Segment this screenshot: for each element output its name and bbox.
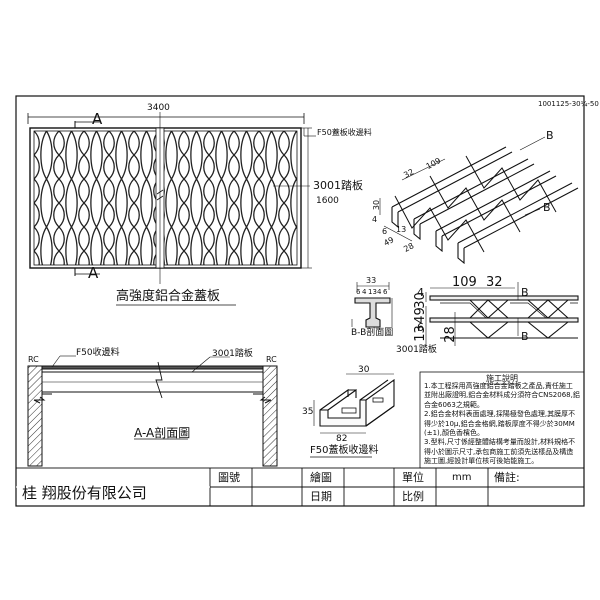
section-mark-top: A bbox=[92, 110, 103, 128]
bb-dim: 4 bbox=[377, 288, 382, 296]
bb-dim: 33 bbox=[366, 276, 377, 285]
aa-section bbox=[27, 355, 278, 467]
profile-dim: 4 bbox=[417, 286, 424, 299]
note-line: 並附出廠證明,鋁合金材料成分須符合CNS2068,鋁 bbox=[424, 391, 580, 400]
bb-dim: 6 bbox=[383, 288, 388, 296]
profile-title: 3001踏板 bbox=[396, 345, 437, 355]
note-line: 2.鋁合金材料表面處理,採陽極發色處理,其膜厚不 bbox=[424, 410, 576, 419]
notes-title: 施工說明 bbox=[486, 374, 518, 383]
plan-view bbox=[27, 112, 316, 306]
profile-dim: 28 bbox=[442, 326, 458, 343]
scale-label: 比例 bbox=[402, 490, 424, 503]
bb-section bbox=[351, 282, 393, 328]
aa-frame-callout: F50收邊料 bbox=[76, 348, 120, 358]
unit-label: 單位 bbox=[402, 471, 424, 484]
section-mark-bottom: A bbox=[88, 264, 99, 282]
title-block bbox=[15, 467, 585, 507]
profile-section-mark: B bbox=[521, 286, 529, 299]
unit-value: mm bbox=[452, 472, 472, 483]
company-name: 桂 翔股份有限公司 bbox=[22, 484, 147, 502]
iso-dim: 4 bbox=[372, 215, 378, 224]
profile-dim: 109 bbox=[452, 275, 477, 290]
drawing-number: 1001125-30¼-50 bbox=[538, 100, 599, 108]
rc-label-left: RC bbox=[28, 355, 39, 364]
overall-height-dim: 1600 bbox=[316, 196, 339, 206]
frame-dim: 30 bbox=[358, 365, 370, 375]
note-line: 1.本工程採用高強度鋁合金踏板之產品,責任施工 bbox=[424, 382, 573, 390]
iso-grating-view bbox=[379, 136, 579, 265]
rc-label-right: RC bbox=[266, 355, 277, 364]
drawn-by-label: 繪圖 bbox=[310, 471, 332, 484]
bb-section-title: B-B剖面圖 bbox=[351, 328, 394, 338]
note-line: 3.型料,尺寸係經整體結構考量而設計,材料規格不 bbox=[424, 438, 576, 447]
iso-dim: 30 bbox=[372, 199, 382, 211]
aa-section-title: A-A剖面圖 bbox=[134, 426, 191, 440]
profile-section-mark: B bbox=[521, 330, 529, 343]
note-line: 合金6063之規範。 bbox=[424, 400, 484, 409]
profile-dim: 32 bbox=[486, 275, 503, 290]
overall-width-dim: 3400 bbox=[147, 103, 170, 113]
iso-dim: 13 bbox=[396, 225, 407, 234]
profile-dim: 13 bbox=[412, 325, 428, 342]
note-line: 得少於10μ,鋁合金格網,踏板厚度不得少於30MM bbox=[424, 419, 575, 428]
iso-dim: 6 bbox=[382, 227, 388, 236]
drawing-no-label: 圖號 bbox=[218, 471, 240, 484]
construction-notes: 1.本工程採用高強度鋁合金踏板之產品,責任施工 並附出廠證明,鋁合金材料成分須符… bbox=[424, 382, 600, 467]
frame-detail bbox=[310, 373, 395, 458]
frame-callout: F50蓋板收邊料 bbox=[317, 128, 372, 137]
note-line: 施工圖,經設計單位核可後始能施工。 bbox=[424, 457, 539, 466]
bb-dim: 6 bbox=[356, 288, 361, 296]
bb-dim: 4 bbox=[362, 288, 367, 296]
note-line: 得小於圖示尺寸,承包商施工前須先送樣品及構造 bbox=[424, 447, 574, 456]
bb-dim: 13 bbox=[368, 288, 377, 296]
remarks-label: 備註: bbox=[494, 471, 520, 484]
profile-dim: 6 bbox=[417, 321, 424, 334]
profile-view bbox=[425, 282, 579, 346]
iso-section-mark: B bbox=[546, 129, 554, 142]
aa-grating-callout: 3001踏板 bbox=[212, 349, 253, 359]
plan-title: 高強度鋁合金蓋板 bbox=[116, 289, 221, 304]
note-line: (±1),顏色香檳色。 bbox=[424, 429, 485, 438]
frame-detail-title: F50蓋板收邊料 bbox=[310, 445, 379, 456]
iso-section-mark: B bbox=[543, 201, 551, 214]
frame-dim: 82 bbox=[336, 434, 348, 444]
frame-dim: 35 bbox=[302, 407, 314, 417]
date-label: 日期 bbox=[310, 490, 332, 503]
grating-callout: 3001踏板 bbox=[313, 179, 363, 192]
